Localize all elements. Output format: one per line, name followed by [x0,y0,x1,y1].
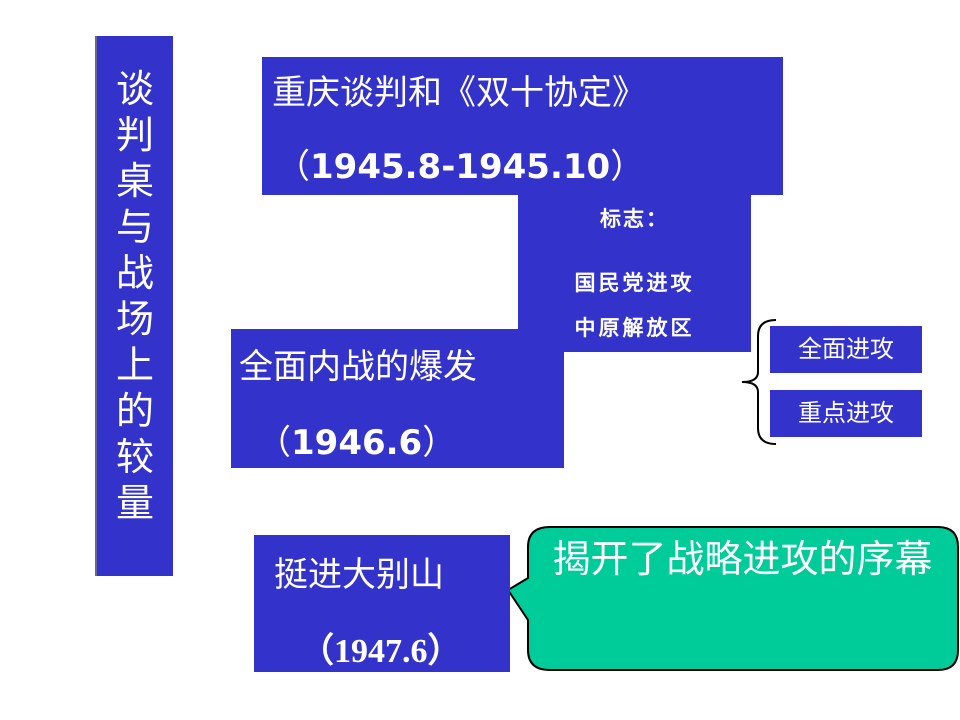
side-title-char: 战 [115,251,154,295]
callout-bubble [506,526,959,671]
paren-close: ） [610,147,645,187]
date-value: 1946.6 [291,423,423,463]
date-value: 1945.8-1945.10 [310,147,611,187]
callout-text: 揭开了战略进攻的序幕 [552,537,933,581]
event-date: （1947.6） [300,633,462,670]
side-title-char: 桌 [115,159,154,203]
tag-key-offensive: 重点进攻 [770,390,922,437]
side-title-char: 谈 [115,67,154,111]
paren-close: ） [422,423,457,463]
paren-open: （ [276,147,310,187]
tag-full-offensive: 全面进攻 [770,326,922,373]
event-title: 全面内战的爆发 [239,347,477,387]
sign-line-2: 中原解放区 [574,316,695,340]
event-dabie-mountains: 挺进大别山 （1947.6） [254,535,510,672]
side-title-char: 场 [115,297,154,341]
side-title-char: 判 [115,113,154,157]
sign-title: 标志： [600,207,669,231]
side-title-char: 较 [115,435,154,479]
side-title-char: 量 [115,481,154,525]
side-title-char: 上 [115,343,154,387]
paren-open: （ [257,423,291,463]
event-title: 重庆谈判和《双十协定》 [272,73,646,113]
event-title: 挺进大别山 [274,555,444,595]
side-title-char: 与 [115,205,154,249]
sign-box: 标志： 国民党进攻 中原解放区 [518,195,751,352]
event-date: （1946.6） [257,415,456,464]
tags-brace [741,319,777,445]
sign-line-1: 国民党进攻 [574,271,695,295]
side-title: 谈 判 桌 与 战 场 上 的 较 量 [95,36,173,576]
event-date: （1945.8-1945.10） [276,139,644,188]
event-chongqing-negotiation: 重庆谈判和《双十协定》 （1945.8-1945.10） [262,57,783,195]
side-title-char: 的 [115,389,154,433]
event-civil-war-outbreak: 全面内战的爆发 （1946.6） [231,329,564,468]
